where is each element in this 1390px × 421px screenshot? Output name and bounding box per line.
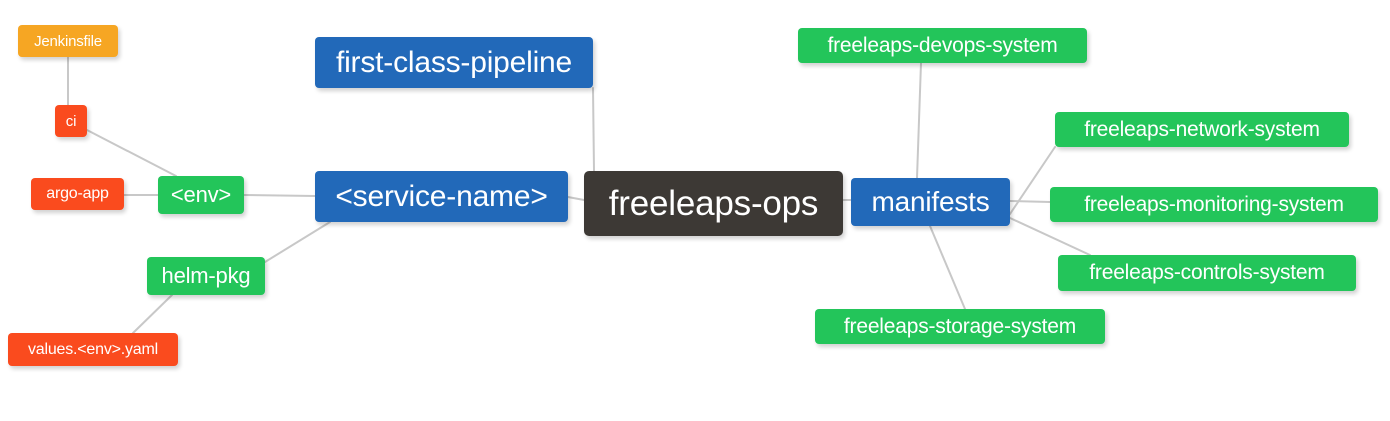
node-label-network-system: freeleaps-network-system [1084,117,1320,141]
node-first-class-pipeline[interactable]: first-class-pipeline [315,37,593,88]
node-storage-system[interactable]: freeleaps-storage-system [815,309,1105,344]
node-argo-app[interactable]: argo-app [31,178,124,210]
node-monitoring-system[interactable]: freeleaps-monitoring-system [1050,187,1378,222]
node-freeleaps-ops[interactable]: freeleaps-ops [584,171,843,236]
node-env[interactable]: <env> [158,176,244,214]
node-label-ci: ci [65,112,77,130]
node-label-values-yaml: values.<env>.yaml [27,340,158,358]
node-helm-pkg[interactable]: helm-pkg [147,257,265,295]
node-values-yaml[interactable]: values.<env>.yaml [8,333,178,366]
node-service-name[interactable]: <service-name> [315,171,568,222]
node-ci[interactable]: ci [55,105,87,137]
edge-manifests-to-controls-system [1009,217,1091,256]
node-label-argo-app: argo-app [46,185,109,202]
edge-service-name-to-helm-pkg [264,221,331,263]
node-devops-system[interactable]: freeleaps-devops-system [798,28,1087,63]
node-label-env: <env> [170,182,232,207]
node-jenkinsfile[interactable]: Jenkinsfile [18,25,118,57]
edge-freeleaps-ops-to-service-name [567,196,585,201]
node-manifests[interactable]: manifests [851,178,1010,226]
edge-manifests-to-storage-system [929,225,966,310]
node-label-service-name: <service-name> [335,179,548,213]
node-label-jenkinsfile: Jenkinsfile [34,32,102,50]
node-label-manifests: manifests [871,186,990,217]
node-label-first-class-pipeline: first-class-pipeline [335,45,573,79]
edge-helm-pkg-to-values-yaml [132,294,173,334]
node-label-devops-system: freeleaps-devops-system [827,33,1058,57]
node-label-storage-system: freeleaps-storage-system [843,314,1077,338]
node-label-helm-pkg: helm-pkg [161,263,251,288]
node-controls-system[interactable]: freeleaps-controls-system [1058,255,1356,291]
edge-freeleaps-ops-to-first-class-pipeline [592,87,595,172]
edge-env-to-ci [86,129,177,177]
node-label-freeleaps-ops: freeleaps-ops [608,183,819,223]
edge-manifests-to-network-system [1009,146,1056,215]
edge-manifests-to-monitoring-system [1009,200,1051,203]
node-label-monitoring-system: freeleaps-monitoring-system [1084,192,1344,216]
edge-manifests-to-devops-system [916,62,922,179]
node-network-system[interactable]: freeleaps-network-system [1055,112,1349,147]
edge-service-name-to-env [243,194,316,197]
node-label-controls-system: freeleaps-controls-system [1089,261,1325,284]
